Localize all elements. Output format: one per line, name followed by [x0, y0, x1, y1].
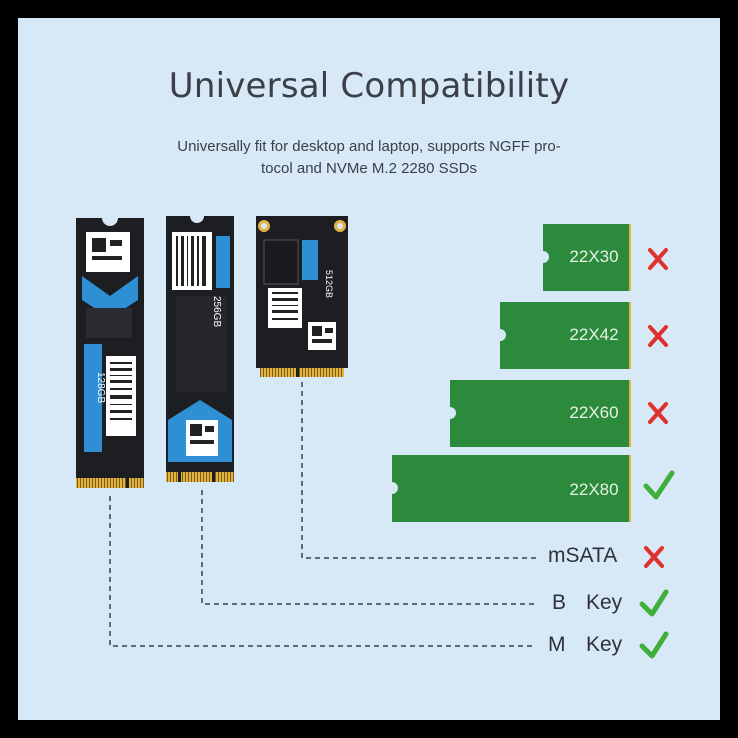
card2-capacity: 256GB	[211, 296, 222, 327]
connector-b-key	[201, 490, 536, 605]
connector-msata	[301, 382, 536, 559]
subtitle-line-2: tocol and NVMe M.2 2280 SSDs	[261, 160, 477, 177]
subtitle-line-1: Universally fit for desktop and laptop, …	[177, 138, 561, 155]
check-icon	[643, 470, 675, 500]
board-label-22x30: 22X30	[569, 247, 618, 266]
interface-key-m: Key	[586, 633, 623, 656]
board-label-22x60: 22X60	[569, 403, 618, 422]
card3-capacity: 512GB	[324, 270, 334, 298]
board-label-22x80: 22X80	[569, 480, 618, 499]
cross-icon	[644, 546, 664, 568]
check-icon	[639, 631, 669, 659]
page-title: Universal Compatibility	[168, 66, 570, 106]
ssd-card-b-key	[166, 216, 234, 482]
ssd-card-m-key	[76, 218, 144, 488]
cross-icon	[648, 248, 668, 270]
check-icon	[639, 589, 669, 617]
interface-label-msata: mSATA	[548, 544, 618, 567]
cross-icon	[648, 402, 668, 424]
interface-label-m: M	[548, 633, 566, 656]
barcode-label	[268, 288, 302, 328]
connector-lines	[109, 382, 536, 647]
card1-capacity: 128GB	[95, 372, 106, 403]
board-label-22x42: 22X42	[569, 325, 618, 344]
ssd-card-msata	[256, 216, 348, 377]
board-22x30	[537, 224, 631, 291]
interface-key-b: Key	[586, 591, 623, 614]
board-22x80	[386, 455, 631, 522]
cross-icon	[648, 325, 668, 347]
board-22x42	[494, 302, 631, 369]
interface-label-b: B	[552, 591, 567, 614]
board-22x60	[444, 380, 631, 447]
connector-m-key	[109, 496, 536, 647]
